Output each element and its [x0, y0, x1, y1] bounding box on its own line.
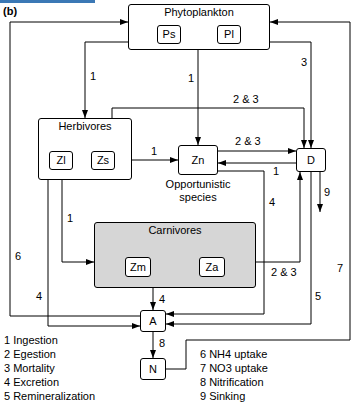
compartment-box: Za [199, 257, 225, 277]
flow-arrow [112, 108, 304, 148]
flow-number: 3 [300, 56, 308, 69]
group-box: HerbivoresZl Zs [38, 118, 132, 180]
flow-number: 1 [66, 212, 74, 225]
group-box: CarnivoresZm Za [94, 222, 256, 288]
compartment-label: N [149, 363, 157, 376]
legend-entry: 5 Remineralization [4, 390, 95, 403]
flow-arrow [62, 180, 94, 262]
compartment-box: A [140, 310, 166, 332]
group-title: Herbivores [58, 120, 111, 133]
compartment-label: Za [206, 261, 219, 274]
compartment-label: Zs [97, 154, 109, 167]
compartment-box: Zl [49, 151, 73, 170]
compartment-box: Ps [157, 25, 181, 44]
compartment-box: Zm [125, 257, 151, 277]
legend-entry: 9 Sinking [200, 390, 245, 403]
group-title: Carnivores [148, 224, 201, 237]
flow-number: 6 [14, 250, 22, 263]
compartment-label: Pl [224, 28, 234, 41]
compartment-box: Zn [178, 145, 218, 175]
legend-entry: 8 Nitrification [200, 376, 264, 389]
sinking-arrow [320, 172, 321, 212]
connector-group [10, 22, 350, 369]
flow-number: 2 & 3 [232, 93, 260, 106]
legend-entry: 7 NO3 uptake [200, 362, 268, 375]
compartment-label: Zn [192, 154, 205, 167]
legend-entry: 2 Egestion [4, 348, 56, 361]
flow-number: 2 & 3 [234, 135, 262, 148]
compartment-label: A [149, 315, 156, 328]
flow-number: 1 [187, 72, 195, 85]
compartment-box: N [140, 358, 166, 380]
legend-entry: 3 Mortality [4, 362, 55, 375]
flow-number: 4 [158, 293, 166, 306]
flow-number: 4 [268, 196, 276, 209]
flow-number: 7 [336, 262, 344, 275]
compartment-label: Zm [130, 261, 146, 274]
flow-number: 5 [314, 290, 322, 303]
compartment-label: Zl [56, 154, 65, 167]
legend-entry: 1 Ingestion [4, 334, 58, 347]
photo-strip [0, 0, 95, 3]
compartment-label: D [307, 154, 315, 167]
compartment-label: Ps [163, 28, 176, 41]
flow-arrow [198, 50, 199, 145]
panel-label: (b) [3, 5, 17, 18]
compartment-box: Zs [91, 151, 115, 170]
flow-arrow [153, 288, 154, 310]
group-box: PhytoplanktonPs Pl [128, 4, 270, 50]
flow-number: 1 [150, 145, 158, 158]
legend-entry: 4 Excretion [4, 376, 59, 389]
flow-arrow [218, 163, 296, 164]
flow-arrow [270, 42, 311, 148]
flow-number: 4 [35, 290, 43, 303]
flow-number: 1 [272, 165, 280, 178]
flow-number: 1 [89, 70, 97, 83]
compartment-box: D [296, 148, 326, 172]
flow-arrow [153, 332, 154, 358]
compartment-box: Pl [217, 25, 241, 44]
note-label: Opportunistic species [150, 178, 246, 204]
group-title: Phytoplankton [164, 6, 234, 19]
flow-number: 8 [158, 337, 166, 350]
flow-number: 2 & 3 [270, 266, 298, 279]
callout-number: 9 [324, 186, 330, 199]
flow-arrow [218, 151, 296, 152]
legend-entry: 6 NH4 uptake [200, 348, 267, 361]
flow-arrow [256, 172, 300, 262]
flow-arrow [85, 42, 128, 118]
